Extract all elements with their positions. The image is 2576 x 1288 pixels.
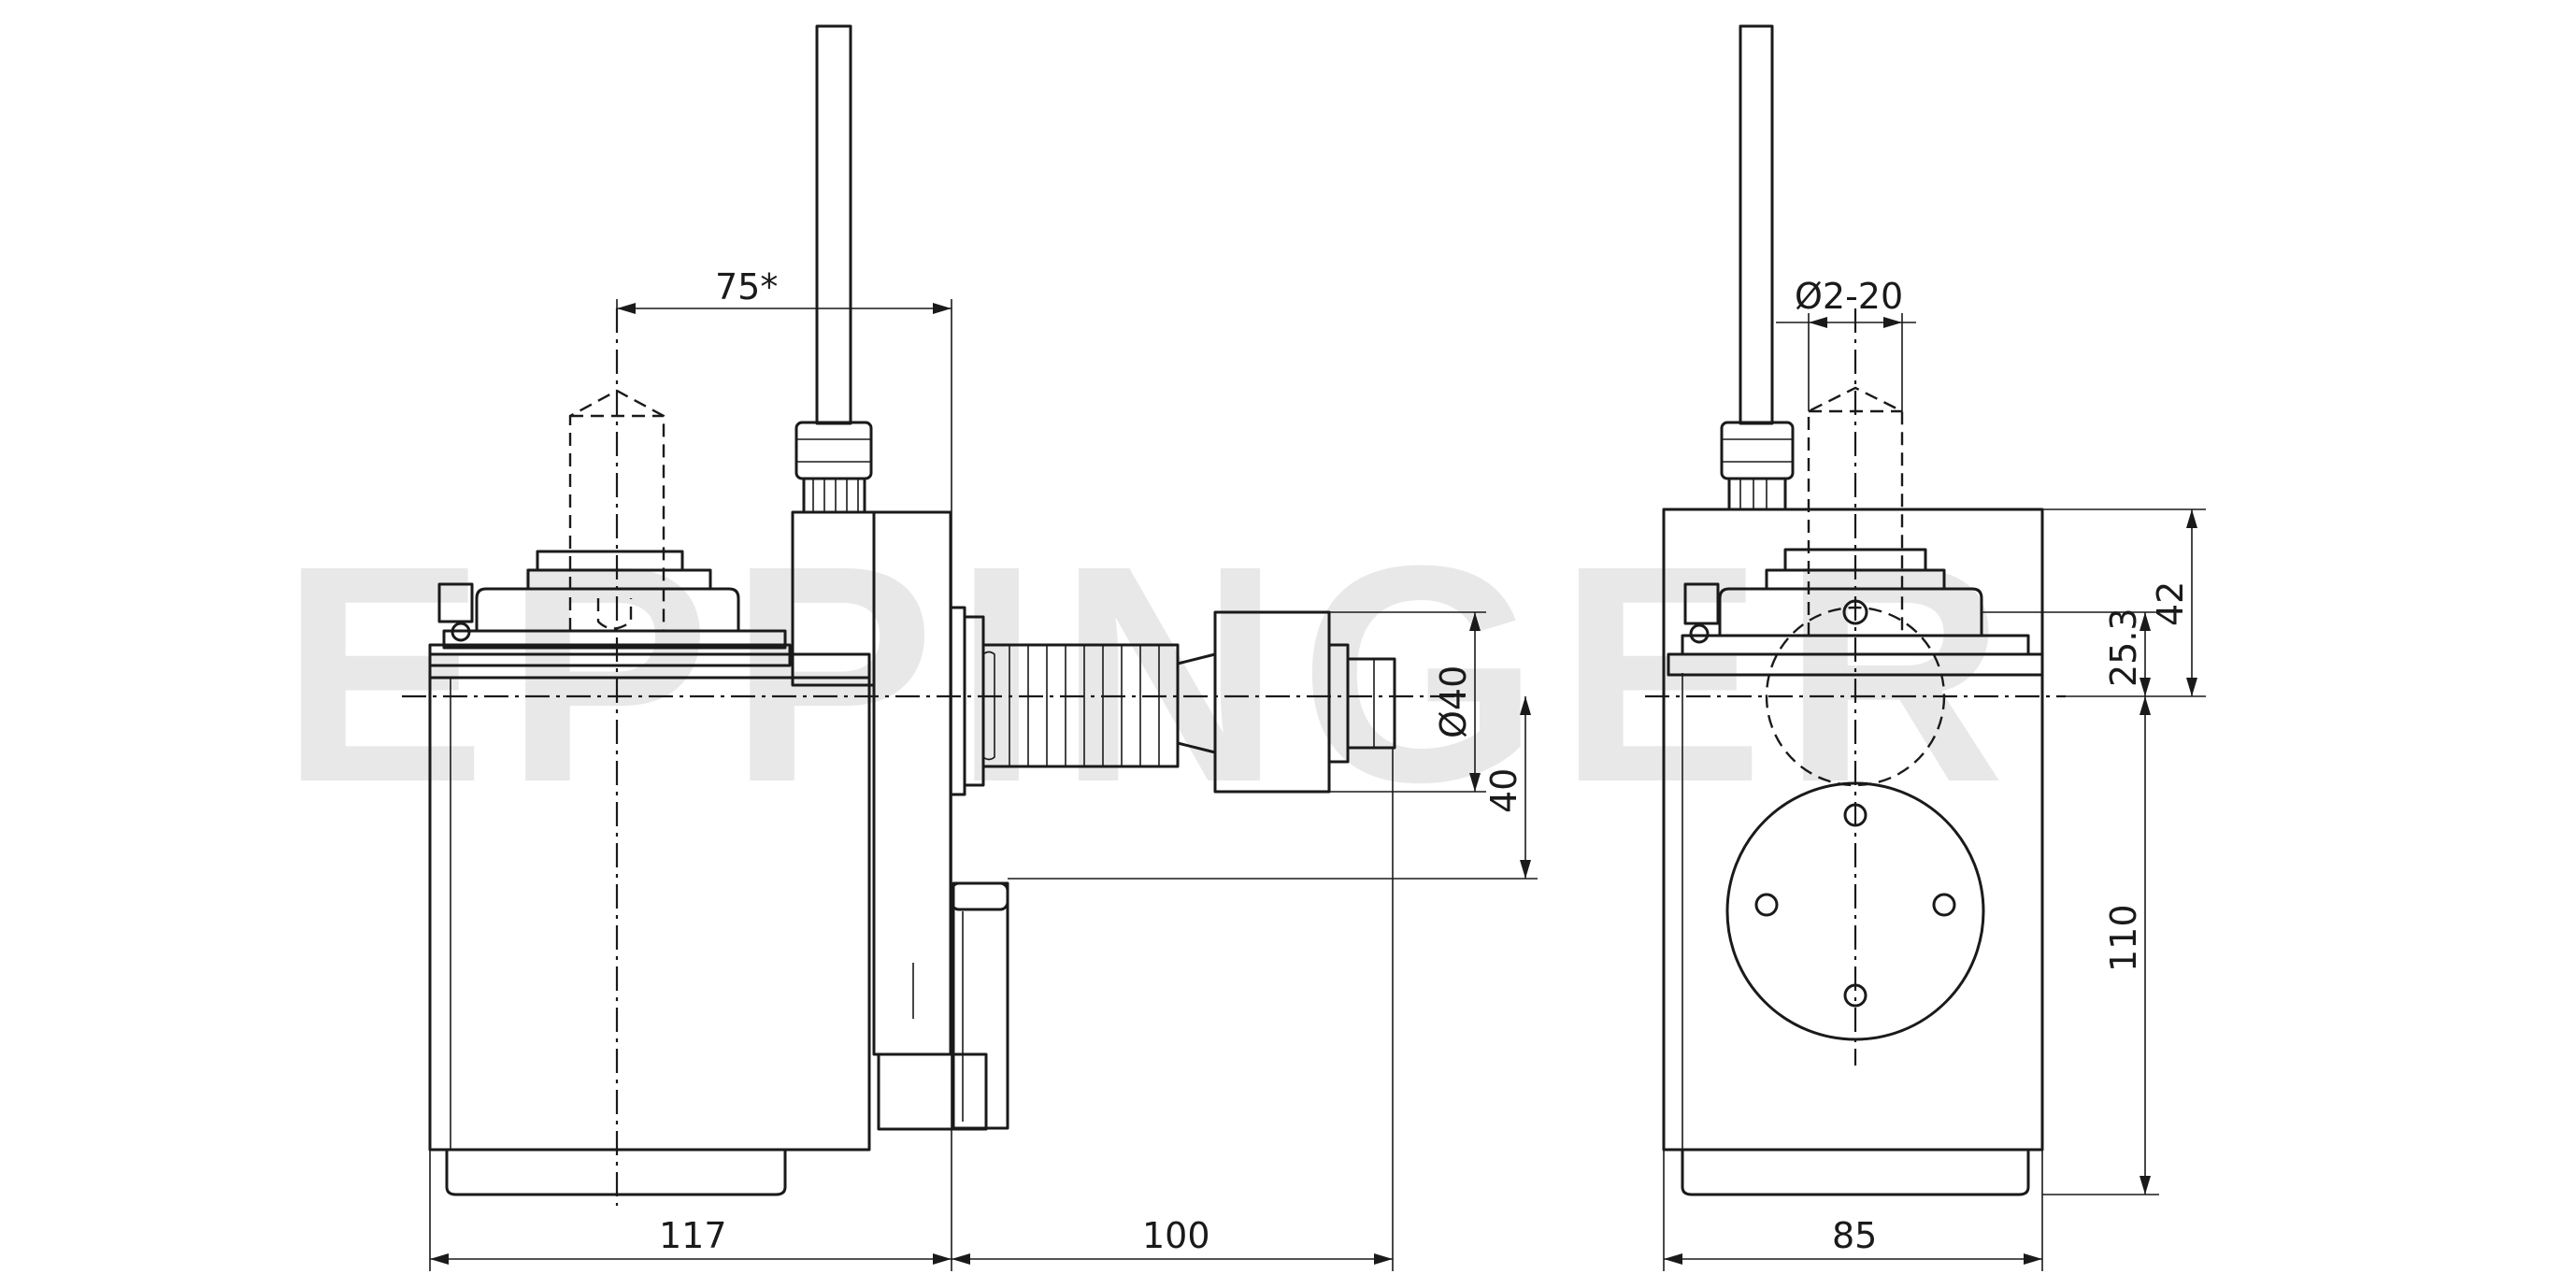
- front-view: [1645, 24, 2066, 1196]
- spindle-thread: [981, 643, 1180, 768]
- dim-85: 85: [1832, 1215, 1877, 1256]
- front-coolant-pipe: [1739, 24, 1774, 425]
- front-body: [1662, 508, 2044, 1152]
- side-body: [428, 652, 871, 1152]
- disk-hole-left: [1754, 893, 1779, 917]
- front-foot: [1681, 1148, 2030, 1196]
- front-chuck: [1718, 587, 1983, 637]
- coolant-pipe: [815, 24, 852, 425]
- dim-dia2-20: Ø2-20: [1795, 276, 1903, 317]
- dim-75: 75*: [715, 266, 778, 308]
- dim-40: 40: [1483, 768, 1524, 813]
- front-tool-phantom: [1807, 386, 1904, 636]
- side-top-plate: [428, 643, 792, 667]
- dim-42: 42: [2150, 581, 2191, 626]
- dim-117: 117: [659, 1215, 727, 1256]
- dim-100: 100: [1142, 1215, 1210, 1256]
- dim-25-3: 25.3: [2103, 608, 2144, 687]
- side-screw: [437, 582, 474, 623]
- dim-110: 110: [2103, 904, 2144, 972]
- front-screw: [1683, 582, 1720, 625]
- dimensions: 75* 117 100 Ø40 40 Ø2-20: [429, 266, 2206, 1271]
- dim-dia40: Ø40: [1433, 665, 1474, 738]
- disk-hole-right: [1932, 893, 1956, 917]
- side-view: [402, 24, 1467, 1206]
- side-clamp: [877, 1052, 988, 1131]
- side-chuck: [475, 587, 740, 633]
